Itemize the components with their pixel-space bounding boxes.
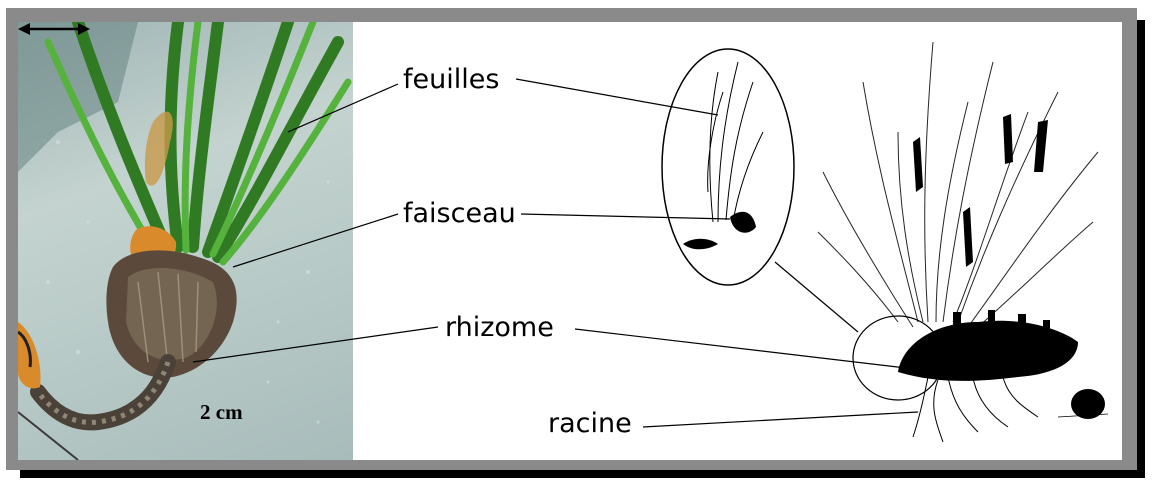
label-feuilles: feuilles [403, 64, 499, 95]
leader-lines [18, 22, 1122, 460]
label-rhizome: rhizome [445, 312, 554, 343]
figure-panel: 2 cm [18, 22, 1122, 460]
label-racine: racine [548, 408, 632, 439]
label-faisceau: faisceau [403, 198, 516, 229]
